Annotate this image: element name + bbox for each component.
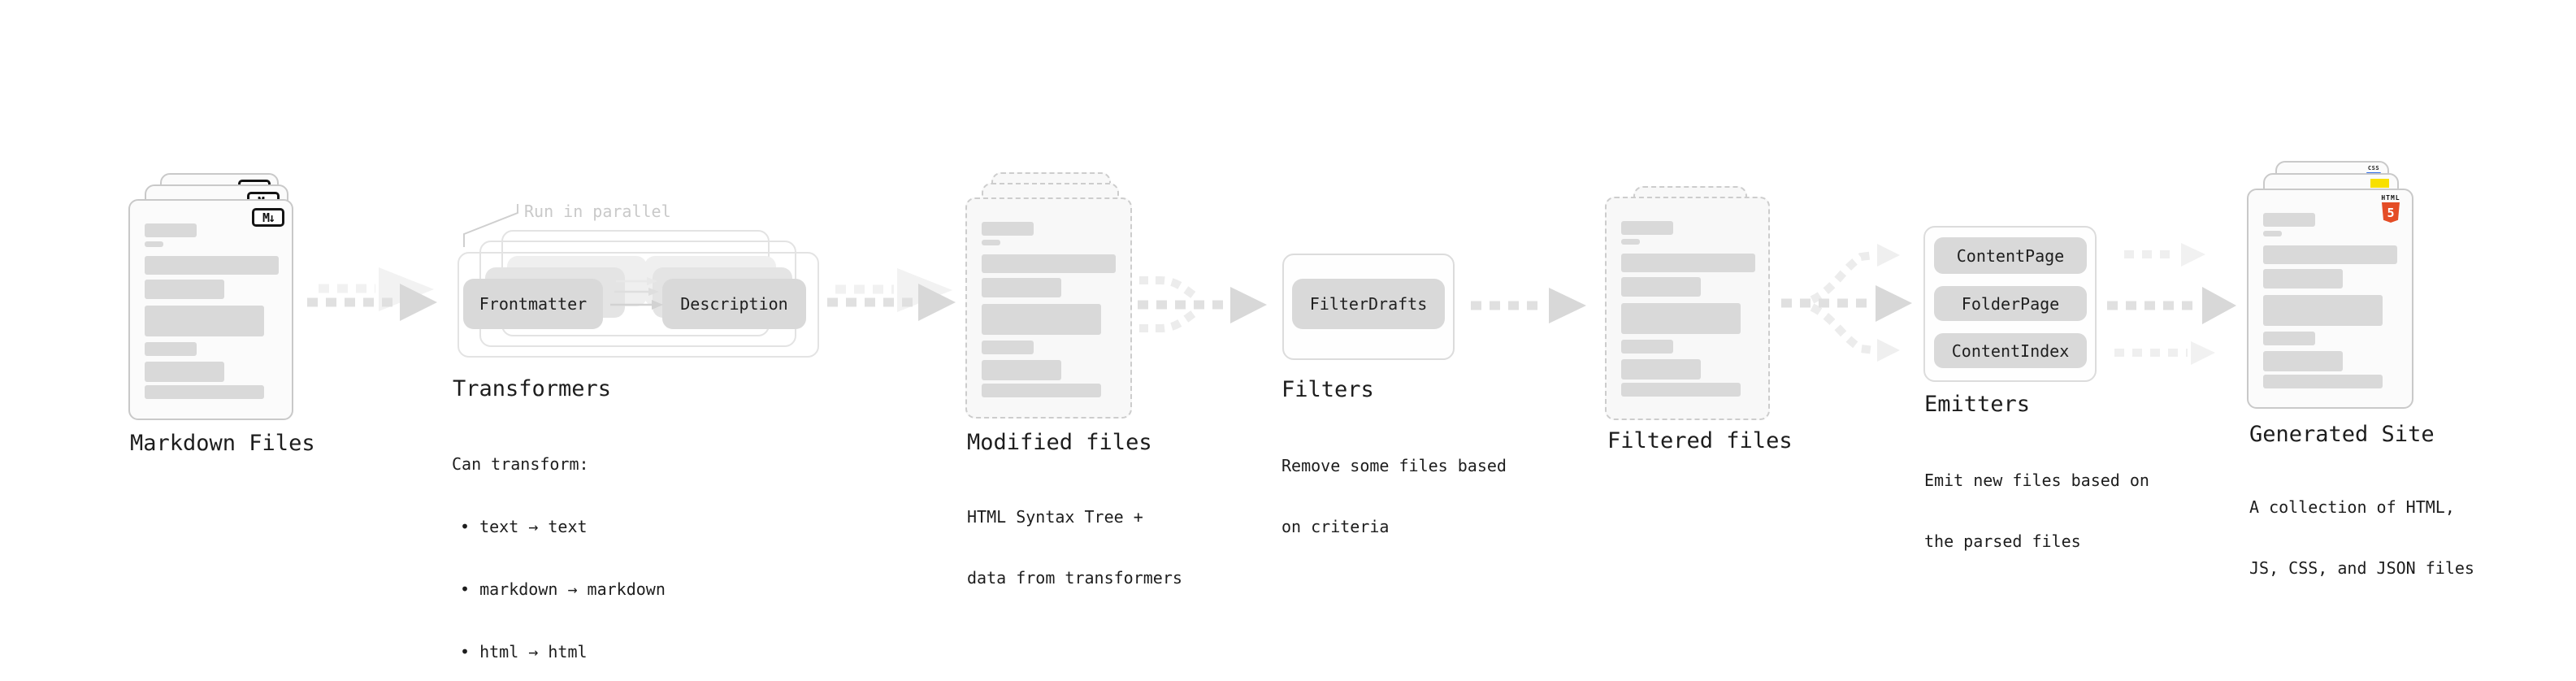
desc-line: HTML Syntax Tree + (967, 507, 1143, 527)
desc-line: data from transformers (967, 568, 1182, 588)
arrow-filtered-to-emitters-fork (1781, 244, 1912, 362)
file-card-front: HTML 5 (2247, 189, 2413, 409)
markdown-icon-glyph: M↓ (262, 210, 275, 225)
skeleton-bar (145, 223, 197, 237)
skeleton-bar (982, 254, 1116, 273)
skeleton-bar (2263, 332, 2315, 345)
skeleton-bar (2263, 213, 2315, 227)
skeleton-bar (2263, 375, 2383, 388)
file-card-front: M↓ (128, 199, 293, 420)
emitter-box-contentpage: ContentPage (1934, 237, 2087, 274)
skeleton-bar (1621, 254, 1755, 272)
desc-line: • markdown → markdown (460, 579, 666, 599)
skeleton-bar (2263, 245, 2397, 264)
transformer-box-frontmatter: Frontmatter (463, 279, 603, 329)
skeleton-bar (2263, 295, 2383, 326)
skeleton-bar (982, 278, 1061, 297)
skeleton-bar (1621, 239, 1640, 245)
skeleton-bar (145, 342, 197, 356)
stage-label-markdown-files: Markdown Files (130, 431, 315, 456)
skeleton-bar (1621, 383, 1741, 397)
skeleton-bar (982, 384, 1101, 397)
skeleton-bar (1621, 303, 1741, 334)
arrow-filters-to-filtered (1471, 288, 1586, 323)
stage-desc-transformers: Can transform: • text → text • markdown … (452, 413, 666, 681)
skeleton-bar (982, 304, 1101, 335)
file-card-front (1605, 197, 1770, 420)
stage-label-filtered-files: Filtered files (1607, 428, 1793, 453)
stage-desc-filters: Remove some files based on criteria (1281, 415, 1507, 578)
arrow-transformers-to-modified (827, 268, 956, 321)
filter-box-filterdrafts: FilterDrafts (1292, 279, 1445, 329)
desc-line: the parsed files (1924, 531, 2081, 551)
file-card-front (965, 197, 1132, 419)
desc-line: A collection of HTML, (2249, 497, 2455, 517)
skeleton-bar (2263, 231, 2282, 236)
stage-desc-modified-files: HTML Syntax Tree + data from transformer… (967, 466, 1182, 629)
skeleton-bar (982, 240, 1000, 245)
stage-label-modified-files: Modified files (967, 430, 1152, 455)
css-icon-wordmark: CSS (2367, 165, 2380, 171)
html5-icon-shield: 5 (2382, 202, 2400, 223)
skeleton-bar (145, 385, 264, 399)
desc-line: on criteria (1281, 517, 1390, 536)
skeleton-bar (1621, 340, 1673, 354)
desc-line: Emit new files based on (1924, 471, 2149, 490)
skeleton-bar (145, 306, 264, 336)
stage-label-emitters: Emitters (1924, 392, 2031, 417)
skeleton-bar (145, 241, 163, 247)
skeleton-bar (2263, 351, 2343, 371)
arrow-emitters-to-generated (2107, 243, 2236, 365)
desc-line: Can transform: (452, 454, 589, 474)
skeleton-bar (145, 362, 224, 382)
javascript-icon (2370, 179, 2389, 188)
emitter-box-contentindex: ContentIndex (1934, 333, 2087, 368)
run-in-parallel-note: Run in parallel (524, 202, 671, 221)
stage-desc-generated-site: A collection of HTML, JS, CSS, and JSON … (2249, 457, 2474, 619)
skeleton-bar (982, 360, 1061, 380)
html5-icon-numeral: 5 (2387, 205, 2395, 220)
skeleton-bar (1621, 277, 1701, 297)
stage-label-transformers: Transformers (453, 376, 612, 401)
skeleton-bar (145, 256, 279, 275)
desc-line: Remove some files based (1281, 456, 1507, 475)
desc-line: JS, CSS, and JSON files (2249, 558, 2474, 578)
transformer-box-description: Description (662, 279, 806, 329)
skeleton-bar (145, 280, 224, 299)
html5-icon: HTML 5 (2380, 194, 2401, 223)
arrow-modified-to-filters-merge (1138, 276, 1267, 332)
transformer-frame-front (458, 252, 819, 358)
arrow-markdown-to-transformers (307, 267, 437, 321)
markdown-icon: M↓ (252, 208, 284, 227)
skeleton-bar (1621, 359, 1701, 380)
desc-line: • html → html (460, 642, 588, 661)
stage-label-filters: Filters (1281, 377, 1374, 402)
html5-icon-wordmark: HTML (2381, 194, 2400, 202)
emitter-box-folderpage: FolderPage (1934, 286, 2087, 321)
stage-label-generated-site: Generated Site (2249, 422, 2435, 447)
skeleton-bar (1621, 221, 1673, 235)
skeleton-bar (982, 340, 1034, 354)
desc-line: • text → text (460, 517, 588, 536)
skeleton-bar (2263, 269, 2343, 288)
skeleton-bar (982, 222, 1034, 236)
stage-desc-emitters: Emit new files based on the parsed files (1924, 430, 2149, 592)
